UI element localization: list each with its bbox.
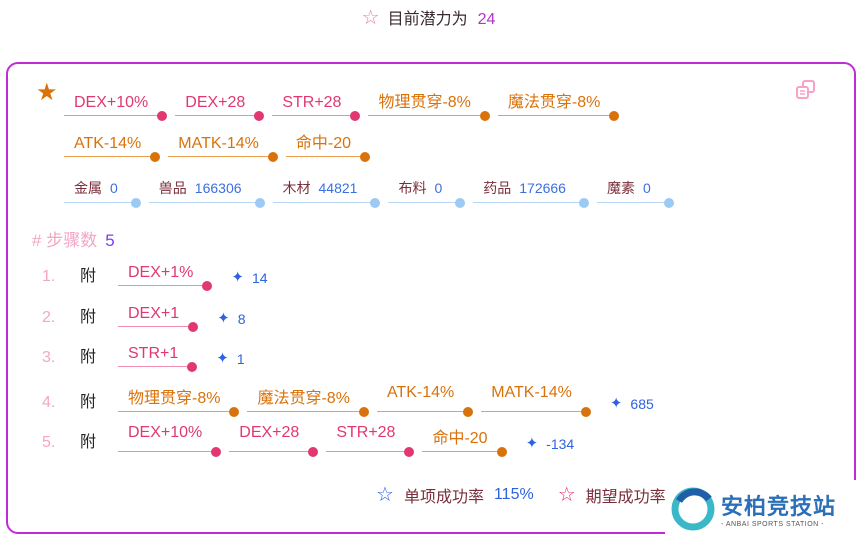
- potential-cost: -134: [546, 436, 575, 452]
- materials-row: 金属 0 兽品 166306 木材 44821 布料 0 药品 172666 魔素 0: [64, 178, 674, 208]
- material-value: 44821: [318, 180, 358, 196]
- step-row: 1. 附 DEX+1% ✦ 14: [42, 262, 268, 291]
- watermark-logo: 安柏竞技站- ANBAI SPORTS STATION -: [665, 480, 857, 537]
- material-name: 木材: [282, 180, 311, 196]
- step-prefix: 附: [80, 308, 97, 326]
- step-row: 2. 附 DEX+1 ✦ 8: [42, 303, 246, 332]
- step-prefix: 附: [80, 349, 97, 366]
- logo-icon: [671, 487, 715, 530]
- potential-cost: 8: [237, 310, 246, 327]
- stat-chip[interactable]: MATK-14%: [481, 384, 591, 417]
- step-prefix: 附: [80, 393, 97, 411]
- stat-chip[interactable]: 物理贯穿-8%: [368, 88, 491, 121]
- material-name: 金属: [74, 180, 102, 196]
- stat-chip[interactable]: DEX+10%: [118, 424, 222, 457]
- material-value: 0: [642, 180, 651, 196]
- material-chip: 布料 0: [388, 178, 466, 208]
- stat-chip[interactable]: 命中-20: [285, 129, 371, 162]
- stat-chip[interactable]: MATK-14%: [168, 135, 278, 162]
- stat-chip[interactable]: 命中-20: [422, 424, 507, 457]
- potential-cost: 685: [630, 395, 654, 412]
- material-chip: 兽品 166306: [148, 178, 265, 208]
- star-filled-icon: ★: [36, 79, 58, 106]
- material-name: 药品: [483, 180, 512, 196]
- stat-chip[interactable]: ATK-14%: [376, 384, 474, 417]
- step-number: 5.: [42, 434, 56, 451]
- stat-chip[interactable]: DEX+28: [175, 94, 265, 121]
- target-stats-row-1: DEX+10% DEX+28 STR+28 物理贯穿-8%魔法贯穿-8%: [64, 88, 620, 121]
- step-prefix: 附: [80, 434, 97, 451]
- stat-chip[interactable]: ATK-14%: [64, 135, 161, 162]
- sparkle-icon: ✦: [216, 350, 229, 367]
- sparkle-icon: ✦: [217, 309, 230, 327]
- stat-chip[interactable]: 物理贯穿-8%: [118, 384, 240, 417]
- star-outline-icon: ☆: [361, 7, 380, 29]
- step-row: 4. 附 物理贯穿-8%魔法贯穿-8%ATK-14%MATK-14% ✦ 685: [42, 384, 654, 417]
- material-name: 布料: [398, 180, 427, 196]
- material-value: 0: [110, 180, 118, 196]
- step-prefix: 附: [80, 268, 97, 285]
- stat-chip[interactable]: STR+28: [326, 424, 415, 457]
- sparkle-icon: ✦: [525, 435, 539, 452]
- step-number: 2.: [42, 308, 56, 326]
- hash-icon: #: [32, 231, 42, 250]
- stat-chip[interactable]: 魔法贯穿-8%: [247, 384, 370, 417]
- stat-chip[interactable]: DEX+10%: [64, 94, 168, 121]
- stat-chip[interactable]: STR+1: [118, 345, 198, 372]
- sparkle-icon: ✦: [609, 394, 623, 412]
- copy-icon[interactable]: [796, 80, 816, 100]
- material-value: 0: [434, 180, 443, 196]
- potential-cost: 14: [251, 270, 268, 286]
- target-stats-row-2: ATK-14% MATK-14% 命中-20: [64, 129, 371, 162]
- step-number: 3.: [42, 349, 56, 366]
- star-outline-icon: ☆: [376, 484, 394, 506]
- material-name: 魔素: [606, 180, 635, 196]
- material-value: 172666: [519, 180, 566, 196]
- material-value: 166306: [194, 180, 242, 196]
- star-outline-icon: ☆: [557, 484, 576, 506]
- potential-cost: 1: [236, 351, 245, 367]
- material-chip: 金属 0: [64, 178, 141, 208]
- step-number: 1.: [42, 268, 56, 285]
- material-chip: 魔素 0: [596, 178, 674, 208]
- stat-chip[interactable]: DEX+1%: [118, 264, 213, 291]
- stat-chip[interactable]: DEX+1: [118, 305, 199, 332]
- stat-chip[interactable]: DEX+28: [229, 424, 319, 457]
- step-row: 3. 附 STR+1 ✦ 1: [42, 343, 245, 372]
- potential-value: 24: [477, 11, 496, 28]
- stat-chip[interactable]: 魔法贯穿-8%: [497, 88, 620, 121]
- step-number: 4.: [42, 393, 56, 411]
- material-name: 兽品: [158, 180, 187, 196]
- sparkle-icon: ✦: [231, 269, 244, 286]
- material-chip: 木材 44821: [272, 178, 381, 208]
- stat-chip[interactable]: STR+28: [272, 94, 361, 121]
- material-chip: 药品 172666: [473, 178, 589, 208]
